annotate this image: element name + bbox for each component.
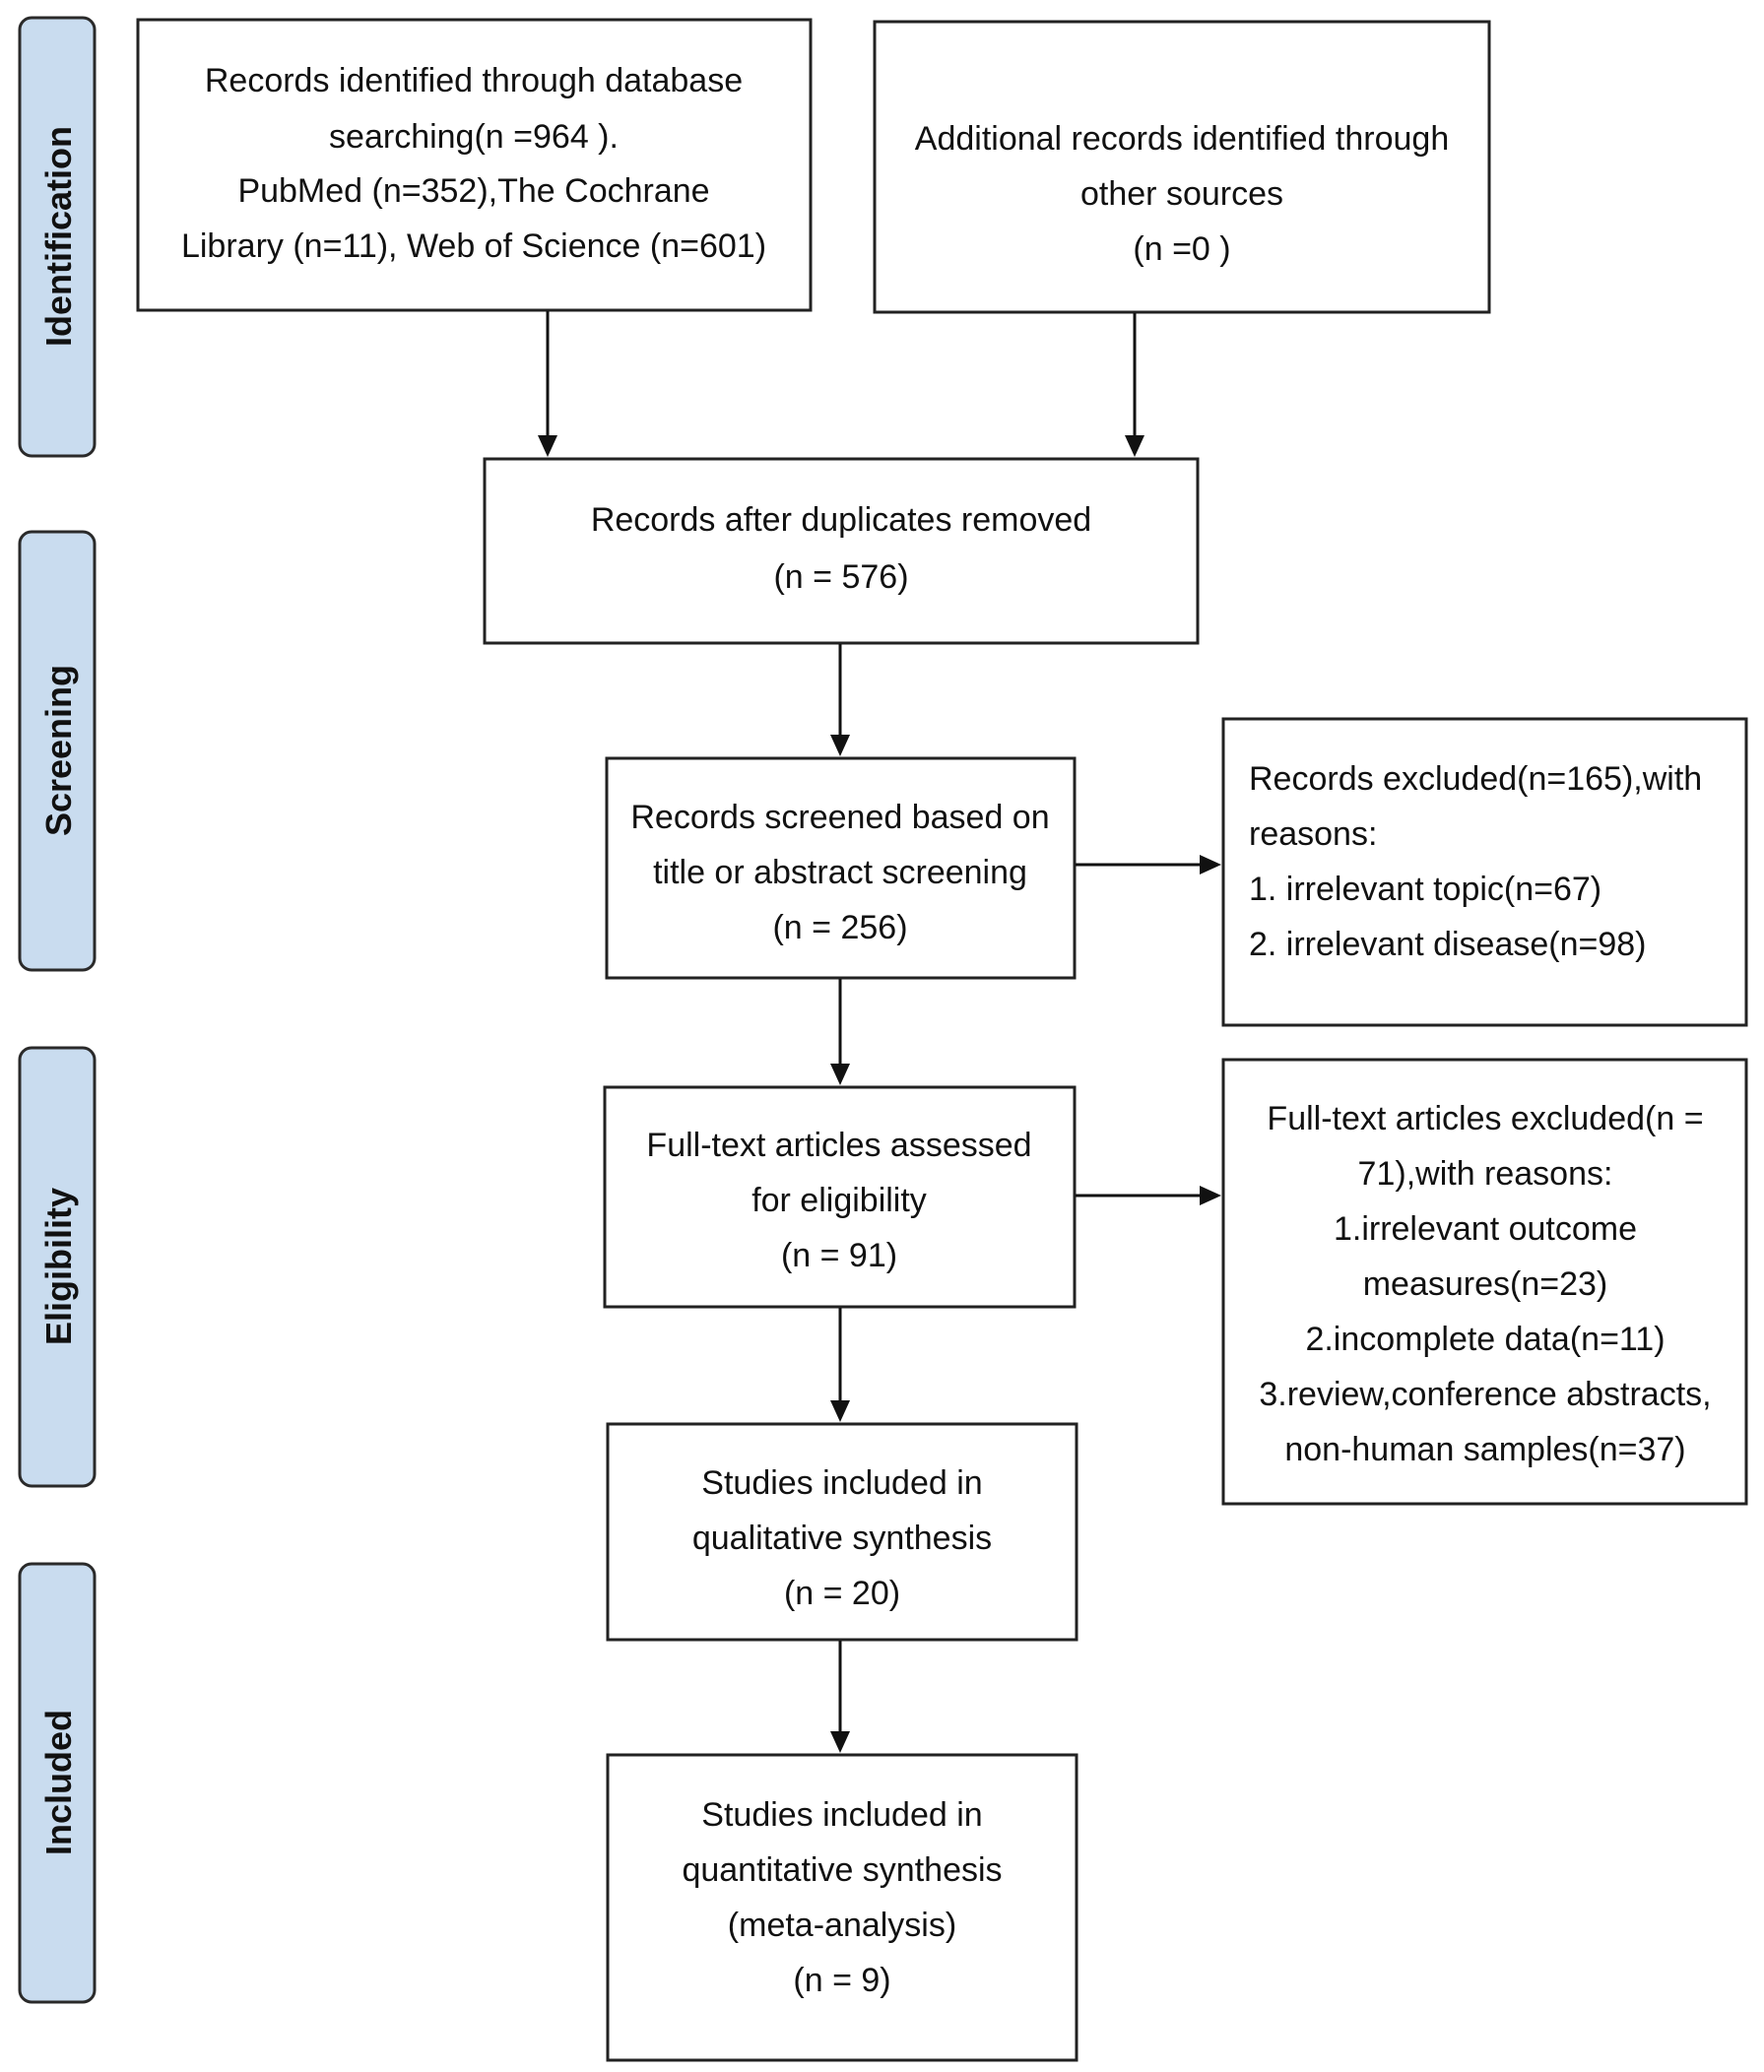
phase-screening-label: Screening bbox=[38, 665, 79, 836]
text-line: 2. irrelevant disease(n=98) bbox=[1249, 926, 1647, 963]
text-line: 2.incomplete data(n=11) bbox=[1305, 1321, 1665, 1358]
arrow-qualitative-to-quantitative bbox=[830, 1641, 850, 1753]
arrow-fulltext-to-qualitative bbox=[830, 1308, 850, 1422]
text-line: title or abstract screening bbox=[653, 854, 1027, 891]
arrow-other-to-duplicates bbox=[1125, 313, 1144, 457]
phase-identification-bar bbox=[18, 16, 97, 458]
text-line: for eligibility bbox=[751, 1182, 927, 1219]
text-line: Studies included in bbox=[701, 1796, 982, 1834]
arrow-screened-to-excluded bbox=[1076, 855, 1221, 874]
box-database-text: Records identified through database sear… bbox=[181, 62, 766, 265]
arrow-duplicates-to-screened bbox=[830, 644, 850, 756]
box-other-sources-text: Additional records identified through ot… bbox=[915, 120, 1449, 268]
phase-identification: Identification bbox=[18, 16, 97, 458]
box-records-excluded bbox=[1221, 717, 1748, 1027]
phase-eligibility-label: Eligibility bbox=[38, 1188, 79, 1345]
text-line: other sources bbox=[1080, 175, 1283, 213]
text-line: Full-text articles assessed bbox=[646, 1127, 1031, 1164]
text-line: (n = 20) bbox=[784, 1575, 900, 1612]
text-line: (n =0 ) bbox=[1133, 230, 1230, 268]
arrow-database-to-duplicates bbox=[538, 311, 557, 457]
phase-included-label: Included bbox=[38, 1710, 79, 1855]
box-duplicates-removed-text: Records after duplicates removed (n = 57… bbox=[591, 501, 1091, 596]
text-line: (n = 576) bbox=[773, 558, 908, 596]
box-quantitative-synthesis-text: Studies included in quantitative synthes… bbox=[682, 1796, 1002, 1999]
box-records-excluded-text: Records excluded(n=165),with reasons: 1.… bbox=[1249, 760, 1702, 963]
box-fulltext-assessed-text: Full-text articles assessed for eligibil… bbox=[646, 1127, 1031, 1274]
phase-screening: Screening bbox=[18, 530, 97, 972]
text-line: Full-text articles excluded(n = bbox=[1267, 1100, 1703, 1137]
text-line: (n = 256) bbox=[772, 909, 907, 946]
text-line: quantitative synthesis bbox=[682, 1851, 1002, 1889]
text-line: Records screened based on bbox=[630, 799, 1049, 836]
box-fulltext-assessed bbox=[603, 1085, 1077, 1309]
arrow-fulltext-to-excluded bbox=[1076, 1186, 1221, 1205]
box-fulltext-excluded-text: Full-text articles excluded(n = 71),with… bbox=[1259, 1100, 1711, 1468]
text-line: Additional records identified through bbox=[915, 120, 1449, 158]
text-line: Records identified through database bbox=[205, 62, 743, 99]
box-other-sources bbox=[873, 20, 1491, 314]
text-line: Records after duplicates removed bbox=[591, 501, 1091, 539]
phase-eligibility: Eligibility bbox=[18, 1046, 97, 1488]
text-line: Records excluded(n=165),with bbox=[1249, 760, 1702, 798]
text-line: searching(n =964 ). bbox=[329, 118, 619, 156]
box-records-screened-text: Records screened based on title or abstr… bbox=[630, 799, 1049, 946]
box-quantitative-synthesis bbox=[606, 1753, 1078, 2062]
text-line: measures(n=23) bbox=[1363, 1265, 1608, 1303]
phase-eligibility-bar bbox=[18, 1046, 97, 1488]
box-records-screened bbox=[605, 756, 1077, 980]
text-line: Library (n=11), Web of Science (n=601) bbox=[181, 227, 766, 265]
text-line: PubMed (n=352),The Cochrane bbox=[237, 172, 709, 210]
phase-included-bar bbox=[18, 1562, 97, 2004]
text-line: 71),with reasons: bbox=[1358, 1155, 1613, 1193]
phase-screening-bar bbox=[18, 530, 97, 972]
text-line: non-human samples(n=37) bbox=[1284, 1431, 1685, 1468]
arrow-screened-to-fulltext bbox=[830, 979, 850, 1085]
box-qualitative-synthesis-text: Studies included in qualitative synthesi… bbox=[692, 1464, 992, 1612]
text-line: (n = 9) bbox=[793, 1962, 890, 1999]
text-line: 1.irrelevant outcome bbox=[1334, 1210, 1637, 1248]
box-duplicates-removed bbox=[483, 457, 1200, 645]
text-line: 3.review,conference abstracts, bbox=[1259, 1376, 1711, 1413]
phase-identification-label: Identification bbox=[38, 126, 79, 347]
text-line: (n = 91) bbox=[781, 1237, 897, 1274]
box-qualitative-synthesis bbox=[606, 1422, 1078, 1642]
text-line: (meta-analysis) bbox=[728, 1907, 956, 1944]
text-line: 1. irrelevant topic(n=67) bbox=[1249, 871, 1601, 908]
phase-included: Included bbox=[18, 1562, 97, 2004]
box-fulltext-excluded bbox=[1221, 1058, 1748, 1506]
text-line: reasons: bbox=[1249, 815, 1377, 853]
text-line: Studies included in bbox=[701, 1464, 982, 1502]
text-line: qualitative synthesis bbox=[692, 1520, 992, 1557]
box-database-records bbox=[136, 18, 813, 312]
